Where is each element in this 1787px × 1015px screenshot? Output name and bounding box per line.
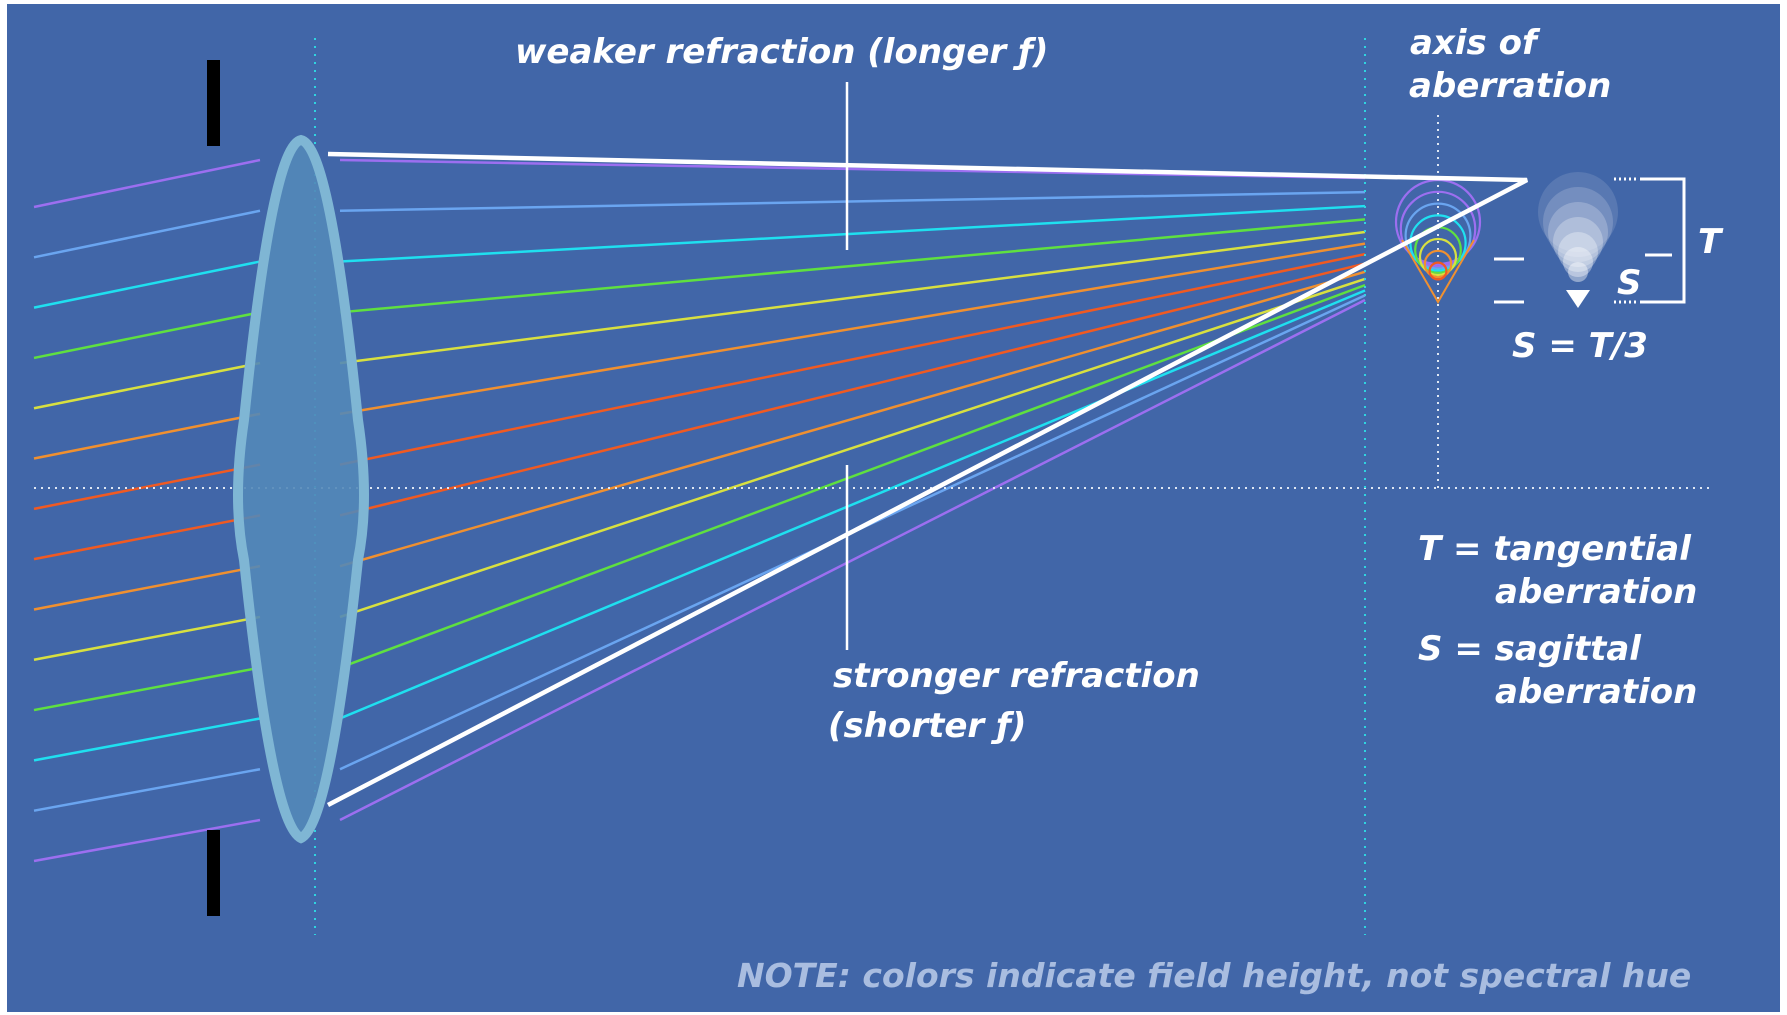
refracted-ray bbox=[339, 190, 1366, 213]
comet-ring bbox=[1399, 190, 1477, 268]
aperture-stop-top bbox=[207, 60, 220, 146]
refracted-ray bbox=[339, 252, 1366, 466]
comet-blur-white bbox=[1538, 172, 1618, 308]
stronger-refraction-label-line2: (shorter ƒ) bbox=[828, 706, 1026, 746]
comet-disk bbox=[1568, 262, 1588, 282]
tangential-definition-line1: T = tangential bbox=[1418, 529, 1692, 569]
incoming-ray bbox=[33, 717, 261, 762]
incoming-ray bbox=[33, 818, 261, 863]
color-note: NOTE: colors indicate field height, not … bbox=[737, 956, 1691, 995]
comet-ring bbox=[1423, 249, 1453, 279]
weaker-refraction-label: weaker refraction (longer ƒ) bbox=[515, 32, 1048, 72]
incoming-ray bbox=[33, 463, 261, 511]
comet-ring bbox=[1428, 261, 1448, 281]
incoming-ray bbox=[33, 666, 261, 712]
refracted-ray bbox=[339, 204, 1366, 263]
incoming-ray bbox=[33, 158, 261, 209]
comet-ring bbox=[1418, 237, 1458, 277]
stronger-refraction-label-line1: stronger refraction bbox=[833, 656, 1200, 696]
refracted-ray bbox=[339, 277, 1366, 619]
comet-blur-colored bbox=[1394, 178, 1482, 304]
refracted-ray bbox=[339, 270, 1366, 568]
incoming-ray bbox=[33, 260, 261, 309]
tangential-definition-line2: aberration bbox=[1495, 572, 1697, 612]
incoming-ray bbox=[33, 412, 261, 460]
refracted-ray bbox=[339, 289, 1366, 720]
refracted-ray bbox=[339, 262, 1366, 517]
incoming-ray bbox=[33, 311, 261, 360]
comet-tip bbox=[1566, 290, 1590, 308]
sagittal-mark: S bbox=[1617, 263, 1642, 303]
comet-ring bbox=[1404, 202, 1472, 270]
axis-label-line1: axis of bbox=[1410, 23, 1541, 63]
incoming-ray bbox=[33, 768, 261, 812]
aperture-stop-bottom bbox=[207, 830, 220, 916]
refracted-ray bbox=[339, 298, 1366, 822]
lens bbox=[233, 134, 369, 844]
sagittal-ticks bbox=[1494, 253, 1672, 304]
marginal-ray-envelope bbox=[326, 151, 1529, 807]
ratio-label: S = T/3 bbox=[1512, 326, 1648, 366]
comet-disk bbox=[1553, 217, 1603, 267]
incoming-ray bbox=[33, 514, 261, 561]
comet-tail bbox=[1401, 239, 1475, 304]
tangential-bracket bbox=[1614, 177, 1686, 304]
incoming-ray bbox=[33, 361, 261, 410]
comet-disk bbox=[1538, 172, 1618, 252]
refracted-ray bbox=[339, 218, 1366, 314]
refracted-ray bbox=[339, 283, 1366, 669]
rays-incoming bbox=[33, 158, 261, 863]
incoming-ray bbox=[33, 615, 261, 661]
tangential-mark: T bbox=[1698, 222, 1724, 262]
refracted-ray bbox=[339, 242, 1366, 416]
incoming-ray bbox=[33, 209, 261, 259]
axis-label-line2: aberration bbox=[1409, 66, 1611, 106]
refracted-ray bbox=[339, 230, 1366, 365]
comet-disk bbox=[1548, 202, 1608, 262]
sagittal-definition-line2: aberration bbox=[1495, 672, 1697, 712]
rays-refracted bbox=[339, 158, 1366, 822]
comet-disk bbox=[1563, 247, 1593, 277]
comet-disk bbox=[1543, 187, 1613, 257]
incoming-ray bbox=[33, 564, 261, 611]
sagittal-definition-line1: S = sagittal bbox=[1418, 629, 1642, 669]
comet-disk bbox=[1558, 232, 1598, 272]
